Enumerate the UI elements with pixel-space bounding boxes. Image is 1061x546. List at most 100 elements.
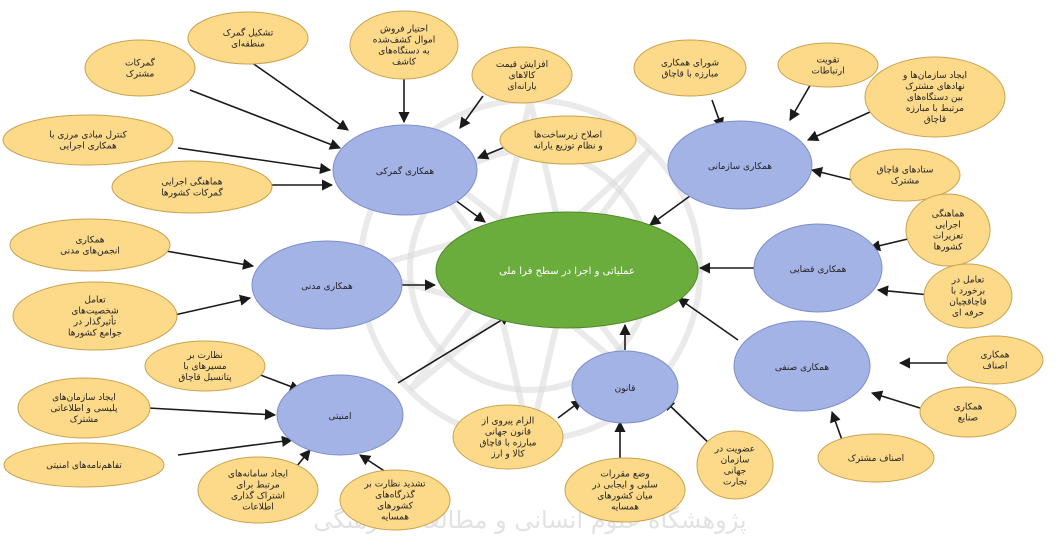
- leaf-label-line: جوامع کشورها: [68, 329, 122, 339]
- leaf-label-line: بین دستگاه‌های: [907, 91, 963, 103]
- leaf-label-line: سازمان: [721, 456, 750, 466]
- leaf-label-line: برخورد با: [951, 287, 985, 297]
- svg-text:همکاری گمرکی: همکاری گمرکی: [376, 165, 434, 177]
- svg-text:همکاری سازمانی: همکاری سازمانی: [708, 162, 772, 172]
- leaf-label-line: اصناف: [983, 362, 1008, 372]
- leaf-label-line: تفاهم‌نامه‌های امنیتی: [46, 461, 122, 471]
- leaf-label-line: اشتراک گذاری: [231, 490, 285, 502]
- leaf-label-line: وضع مقررات: [600, 470, 649, 480]
- leaf-label-line: مرتبط برای: [236, 481, 280, 491]
- leaf-label-line: کنترل مبادی مرزی با: [49, 131, 127, 141]
- leaf-label-line: ایجاد سازمان‌ها و: [902, 71, 967, 81]
- leaf-label-line: قاچاقچیان: [949, 298, 987, 308]
- leaf-label-line: تشدید نظارت بر: [363, 480, 426, 490]
- leaf-label-line: ایجاد سامانه‌های: [228, 470, 288, 480]
- leaf-label-line: تجارت: [723, 478, 747, 488]
- leaf-label-line: همسایه: [381, 513, 409, 523]
- leaf-label-line: مرتبط با مبارزه: [906, 104, 964, 114]
- leaf-label-line: پلیسی و اطلاعاتی: [51, 404, 118, 414]
- leaf-subsidy-infrastructure: اصلاح زیرساخت‌هاو نظام توزیع یارانه: [499, 115, 637, 165]
- leaf-label-line: نظارت بر: [186, 351, 223, 361]
- leaf-label-line: میان کشورهای: [597, 492, 653, 502]
- leaf-label-line: جهانی: [724, 467, 746, 477]
- svg-text:امنیتی: امنیتی: [329, 412, 352, 422]
- hub-organizational: همکاری سازمانی: [667, 120, 813, 210]
- center-node: عملیاتی و اجرا در سطح فرا ملی: [435, 211, 699, 329]
- leaf-label-line: اموال کشف‌شده: [373, 36, 435, 46]
- hub-civil: همکاری مدنی: [251, 240, 403, 330]
- leaf-label-line: گذرگاه‌های: [375, 489, 415, 501]
- leaf-label-line: ارتباطات: [811, 67, 844, 77]
- leaf-label-line: اجرایی: [935, 221, 961, 231]
- leaf-label-line: کالا و ارز: [490, 450, 525, 460]
- leaf-label-line: پتانسیل قاچاق: [178, 373, 232, 383]
- leaf-label-line: افزایش قیمت: [496, 60, 548, 70]
- leaf-label-line: اصلاح زیرساخت‌ها: [534, 131, 602, 141]
- leaf-label-line: اصناف مشترک: [848, 453, 904, 464]
- leaf-label-line: مشترک: [70, 414, 99, 425]
- leaf-label-line: همکاری: [980, 351, 1009, 361]
- hub-security: امنیتی: [276, 374, 404, 456]
- leaf-label-line: هماهنگی: [932, 208, 965, 220]
- leaf-label-line: تعامل: [84, 296, 106, 306]
- leaf-label-line: اطلاعات: [242, 503, 274, 513]
- leaf-label-line: همکاری اجرایی: [59, 142, 117, 152]
- leaf-label-line: تأثیرگذار در: [73, 315, 117, 328]
- hub-guild: همکاری صنفی: [733, 320, 871, 412]
- svg-text:همکاری صنفی: همکاری صنفی: [775, 363, 830, 373]
- leaf-label-line: انجمن‌های مدنی: [60, 247, 120, 257]
- leaf-label-line: همسایه: [611, 503, 639, 513]
- leaf-label-line: ستادهای قاچاق: [877, 166, 934, 176]
- leaf-label-line: تعامل در: [951, 276, 985, 286]
- leaf-label-line: تعزیرات: [933, 232, 964, 242]
- svg-text:قانون: قانون: [615, 384, 636, 394]
- center-label: عملیاتی و اجرا در سطح فرا ملی: [499, 266, 635, 277]
- leaf-label-line: همکاری: [75, 236, 104, 246]
- leaf-label-line: الزام پیروی از: [481, 417, 534, 427]
- leaf-label-line: عضویت در: [714, 445, 755, 455]
- leaf-label-line: صنایع: [958, 414, 978, 424]
- leaf-label-line: قاچاق: [924, 115, 946, 125]
- leaf-label-line: به دستگاه‌های: [378, 45, 429, 57]
- leaf-label-line: کشورها: [934, 243, 964, 253]
- leaf-label-line: هماهنگی اجرایی: [161, 176, 222, 188]
- leaf-label-line: و نظام توزیع یارانه: [533, 142, 602, 152]
- leaf-joint-guilds: اصناف مشترک: [817, 433, 935, 483]
- leaf-label-line: مشترک: [126, 69, 155, 80]
- leaf-label-line: کاشف: [392, 58, 417, 68]
- leaf-security-mou: تفاهم‌نامه‌های امنیتی: [3, 442, 165, 488]
- leaf-label-line: حرفه ای: [952, 309, 984, 319]
- leaf-label-line: شخصیت‌های: [71, 307, 118, 317]
- leaf-label-line: کشورهای: [377, 502, 414, 512]
- leaf-label-line: مبارزه با قاچاق: [662, 70, 719, 80]
- leaf-label-line: تشکیل گمرک: [223, 27, 274, 39]
- leaf-label-line: گمرکات کشورها: [161, 187, 223, 199]
- svg-text:همکاری قضایی: همکاری قضایی: [790, 265, 847, 275]
- leaf-label-line: سلبی و ایجابی در: [591, 481, 658, 491]
- hub-law: قانون: [571, 350, 679, 424]
- leaf-label-line: نهادهای مشترک: [905, 81, 964, 92]
